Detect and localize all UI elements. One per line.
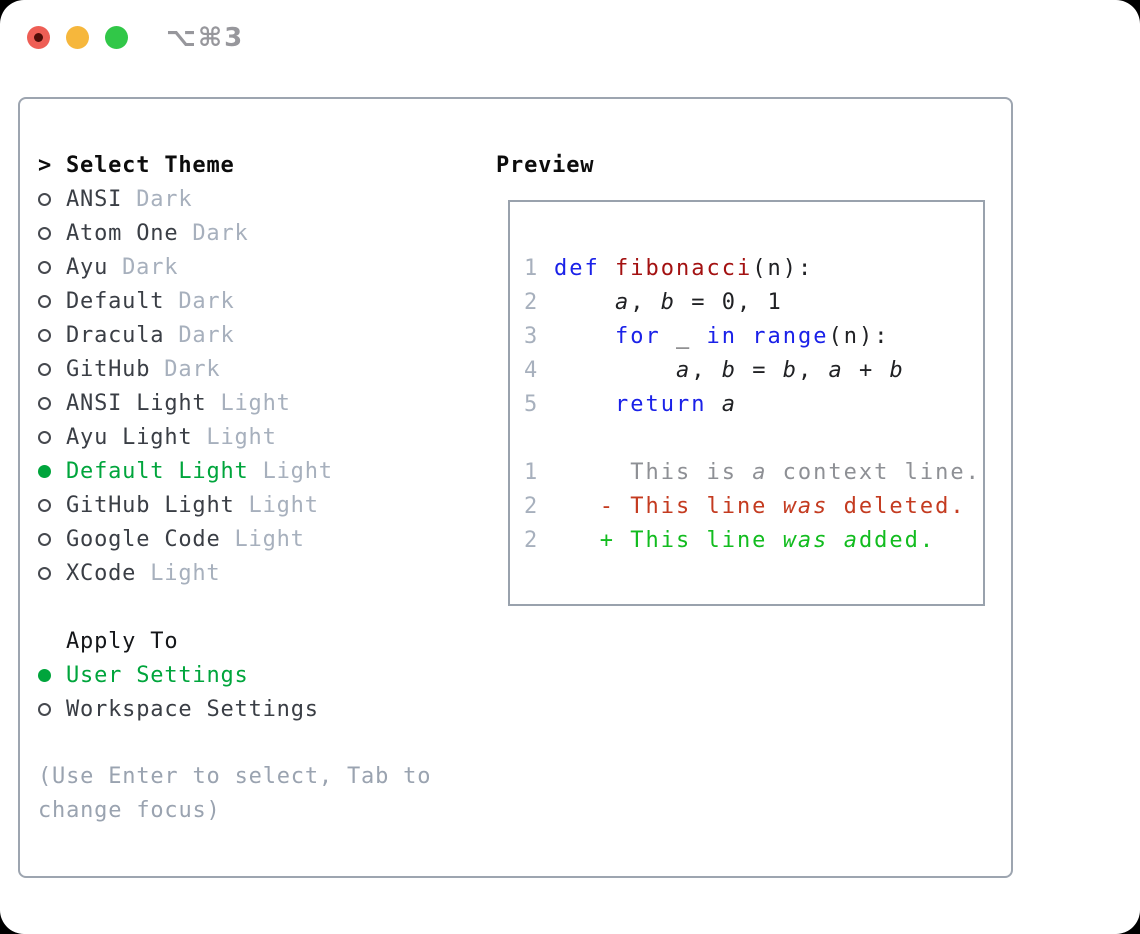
preview-header: Preview (496, 152, 595, 178)
preview-code-line: 1 def fibonacci(n): (524, 251, 983, 285)
option-label: Ayu Light (66, 424, 193, 450)
theme-variant-tag: Dark (178, 288, 235, 314)
theme-option-10[interactable]: Google Code Light (38, 522, 483, 556)
apply-option-1[interactable]: Workspace Settings (38, 692, 483, 726)
option-label: Dracula (66, 322, 165, 348)
select-theme-header: > Select Theme (38, 148, 483, 182)
apply-to-header: Apply To (38, 624, 483, 658)
preview-code-line: 2 + This line was added. (524, 523, 983, 557)
line-number: 2 (524, 527, 540, 553)
code-text: - This line was deleted. (554, 493, 966, 519)
theme-option-11[interactable]: XCode Light (38, 556, 483, 590)
theme-variant-tag: Dark (164, 356, 221, 382)
code-text: for _ in range(n): (614, 323, 890, 349)
code-text: This is a context line. (554, 459, 981, 485)
theme-variant-tag: Dark (136, 186, 193, 212)
radio-outline-icon (38, 532, 66, 546)
preview-code-line: 5 return a (524, 387, 983, 421)
code-text: return a (614, 391, 737, 417)
radio-outline-icon (38, 328, 66, 342)
theme-variant-tag: Light (220, 390, 291, 416)
radio-outline-icon (38, 566, 66, 580)
line-number: 1 (524, 255, 540, 281)
option-label: XCode (66, 560, 137, 586)
radio-outline-icon (38, 396, 66, 410)
radio-outline-icon (38, 702, 66, 716)
option-label: ANSI (66, 186, 123, 212)
theme-variant-tag: Dark (178, 322, 235, 348)
minimize-button[interactable] (66, 26, 89, 49)
radio-outline-icon (38, 498, 66, 512)
preview-code-line: 4 a, b = b, a + b (524, 353, 983, 387)
theme-option-6[interactable]: ANSI Light Light (38, 386, 483, 420)
code-text: + This line was added. (554, 527, 936, 553)
code-text: a, b = b, a + b (675, 357, 905, 383)
titlebar: ⌥⌘3 (0, 0, 1140, 97)
radio-outline-icon (38, 362, 66, 376)
code-text: a, b = 0, 1 (614, 289, 783, 315)
theme-option-7[interactable]: Ayu Light Light (38, 420, 483, 454)
apply-option-0[interactable]: User Settings (38, 658, 483, 692)
hint-text: (Use Enter to select, Tab to change focu… (38, 764, 432, 823)
line-number: 1 (524, 459, 540, 485)
option-label: GitHub (66, 356, 151, 382)
theme-option-3[interactable]: Default Dark (38, 284, 483, 318)
theme-option-8[interactable]: Default Light Light (38, 454, 483, 488)
option-label: Default (66, 288, 165, 314)
theme-option-0[interactable]: ANSI Dark (38, 182, 483, 216)
radio-outline-icon (38, 294, 66, 308)
line-number: 3 (524, 323, 540, 349)
theme-variant-tag: Light (262, 458, 333, 484)
radio-filled-icon (38, 668, 66, 682)
theme-option-5[interactable]: GitHub Dark (38, 352, 483, 386)
theme-option-1[interactable]: Atom One Dark (38, 216, 483, 250)
preview-code-line: 2 - This line was deleted. (524, 489, 983, 523)
cursor-marker-icon: > (38, 152, 53, 178)
line-number: 2 (524, 493, 540, 519)
line-number: 2 (524, 289, 540, 315)
option-label: User Settings (66, 662, 249, 688)
spacer (38, 590, 483, 624)
preview-code-line: 1 This is a context line. (524, 455, 983, 489)
line-number: 5 (524, 391, 540, 417)
radio-outline-icon (38, 192, 66, 206)
line-number: 4 (524, 357, 540, 383)
option-label: Workspace Settings (66, 696, 319, 722)
unsaved-dot-icon (34, 33, 43, 42)
theme-variant-tag: Dark (192, 220, 249, 246)
theme-variant-tag: Light (248, 492, 319, 518)
option-label: Ayu (66, 254, 109, 280)
option-label: ANSI Light (66, 390, 207, 416)
theme-option-4[interactable]: Dracula Dark (38, 318, 483, 352)
radio-outline-icon (38, 260, 66, 274)
radio-outline-icon (38, 226, 66, 240)
theme-option-2[interactable]: Ayu Dark (38, 250, 483, 284)
preview-code-line: 3 for _ in range(n): (524, 319, 983, 353)
theme-variant-tag: Dark (122, 254, 179, 280)
window-title: ⌥⌘3 (166, 23, 245, 53)
theme-option-9[interactable]: GitHub Light Light (38, 488, 483, 522)
close-button[interactable] (27, 26, 50, 49)
option-label: Atom One (66, 220, 179, 246)
theme-variant-tag: Light (234, 526, 305, 552)
code-text: def fibonacci(n): (554, 255, 814, 281)
preview-blank-line (524, 421, 983, 455)
maximize-button[interactable] (105, 26, 128, 49)
radio-outline-icon (38, 430, 66, 444)
theme-variant-tag: Light (150, 560, 221, 586)
select-theme-label: Select Theme (66, 152, 235, 178)
option-label: GitHub Light (66, 492, 235, 518)
theme-variant-tag: Light (206, 424, 277, 450)
preview-code-line: 2 a, b = 0, 1 (524, 285, 983, 319)
apply-to-label: Apply To (66, 628, 179, 654)
radio-filled-icon (38, 464, 66, 478)
option-label: Google Code (66, 526, 221, 552)
option-label: Default Light (66, 458, 249, 484)
